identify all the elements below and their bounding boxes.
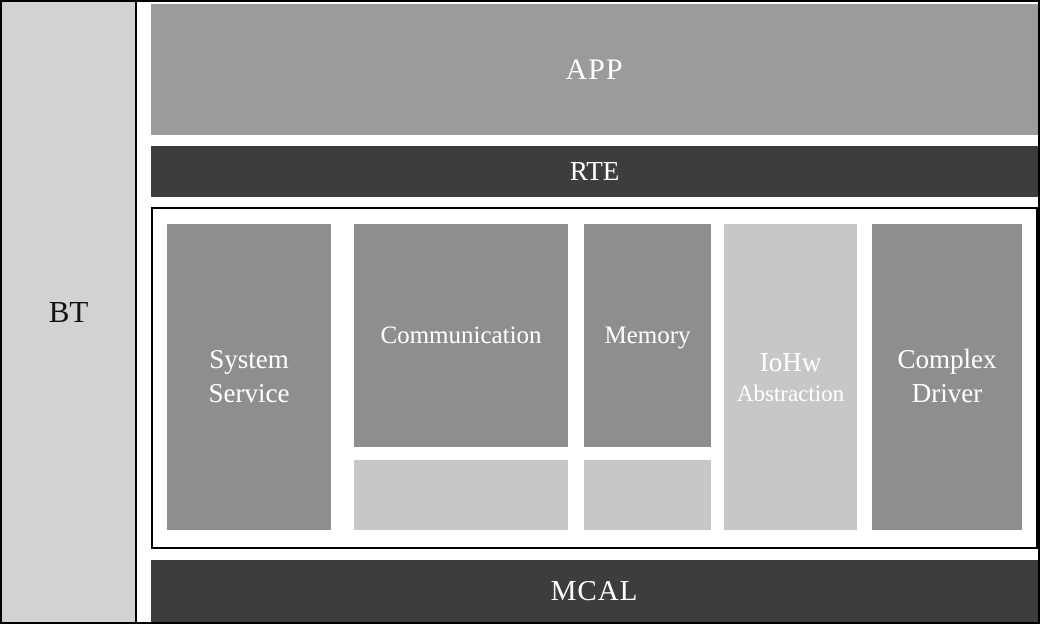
memory-label: Memory: [604, 321, 691, 349]
iohw-label-line1: IoHw: [759, 346, 822, 377]
communication-block: Communication: [354, 224, 568, 447]
iohw-label-line2: Abstraction: [736, 380, 845, 406]
bsw-container: System Service Communication Memory IoHw…: [151, 207, 1038, 549]
system-service-label: System Service: [208, 344, 290, 408]
communication-sub-block: [354, 460, 568, 530]
system-service-block: System Service: [167, 224, 331, 530]
bt-column: BT: [2, 2, 137, 622]
communication-label: Communication: [380, 321, 542, 349]
app-block: APP: [151, 4, 1038, 135]
memory-block: Memory: [584, 224, 711, 447]
bt-label: BT: [48, 294, 89, 329]
rte-bar: RTE: [151, 146, 1038, 197]
complex-driver-block: Complex Driver: [872, 224, 1022, 530]
complex-driver-label: Complex Driver: [897, 344, 997, 408]
mcal-label: MCAL: [550, 574, 639, 607]
iohw-abstraction-block: IoHw Abstraction: [724, 224, 857, 530]
rte-label: RTE: [569, 156, 620, 186]
mcal-bar: MCAL: [151, 560, 1038, 622]
memory-sub-block: [584, 460, 711, 530]
app-label: APP: [565, 52, 624, 86]
